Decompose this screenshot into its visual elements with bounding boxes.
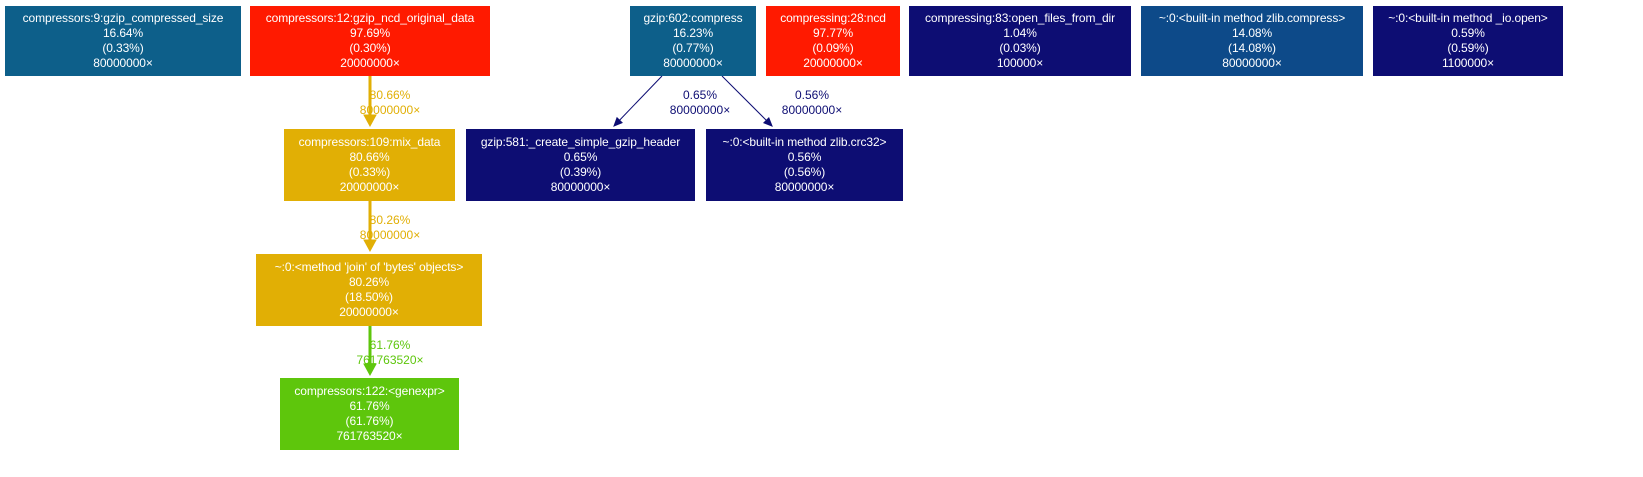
node-total: 0.59% [1451,26,1485,40]
node-total: 80.26% [348,275,390,289]
graph-node: ~:0:<method 'join' of 'bytes' objects>80… [256,254,482,326]
node-calls: 761763520× [336,429,403,443]
node-name: compressing:28:ncd [780,11,886,25]
edge-label: 80.66%80000000× [330,88,450,118]
node-total: 0.65% [563,150,598,164]
node-name: compressors:12:gzip_ncd_original_data [265,11,475,25]
edge-calls: 80000000× [669,103,731,117]
node-total: 97.69% [349,26,391,40]
node-total: 80.66% [349,150,390,164]
edge-pct: 0.65% [682,88,718,102]
node-name: ~:0:<method 'join' of 'bytes' objects> [274,260,464,274]
edge-calls: 761763520× [356,353,424,367]
node-self: (0.39%) [559,165,602,179]
edge-calls: 80000000× [359,228,421,242]
edge-label: 0.65%80000000× [640,88,760,118]
node-calls: 80000000× [93,56,153,70]
graph-node: ~:0:<built-in method zlib.compress>14.08… [1141,6,1363,76]
node-calls: 20000000× [803,56,863,70]
node-self: (0.33%) [102,41,144,55]
node-total: 61.76% [349,399,390,413]
edge-calls: 80000000× [781,103,843,117]
edge-pct: 80.26% [369,213,411,227]
node-self: (0.56%) [783,165,826,179]
node-self: (0.09%) [812,41,854,55]
node-calls: 20000000× [339,180,400,194]
node-self: (0.30%) [349,41,391,55]
node-self: (14.08%) [1228,41,1276,55]
edge-pct: 80.66% [369,88,411,102]
edge-arrowhead [613,116,623,127]
edge-arrowhead [762,116,773,127]
node-total: 1.04% [1003,26,1037,40]
edge-calls: 80000000× [359,103,421,117]
node-calls: 100000× [996,56,1044,70]
node-self: (61.76%) [345,414,394,428]
node-name: compressors:122:<genexpr> [294,384,445,398]
edge-arrowhead [363,114,377,128]
edge-pct: 61.76% [369,338,411,352]
node-name: ~:0:<built-in method zlib.compress> [1158,11,1346,25]
node-name: compressors:109:mix_data [298,135,441,149]
node-self: (18.50%) [345,290,393,304]
node-self: (0.33%) [348,165,391,179]
node-self: (0.59%) [1447,41,1489,55]
edge-line [619,75,663,121]
node-calls: 80000000× [774,180,835,194]
graph-node: ~:0:<built-in method zlib.crc32>0.56%(0.… [706,129,903,201]
graph-node: ~:0:<built-in method _io.open>0.59%(0.59… [1373,6,1563,76]
node-name: gzip:581:_create_simple_gzip_header [480,135,681,149]
node-total: 16.23% [672,26,714,40]
node-self: (0.77%) [672,41,714,55]
edge-label: 80.26%80000000× [330,213,450,243]
node-name: compressing:83:open_files_from_dir [924,11,1116,25]
node-calls: 20000000× [339,305,399,319]
node-calls: 80000000× [1222,56,1282,70]
edge-label: 0.56%80000000× [752,88,872,118]
node-self: (0.03%) [999,41,1041,55]
graph-node: compressors:122:<genexpr>61.76%(61.76%)7… [280,378,459,450]
node-total: 16.64% [102,26,144,40]
edge-label: 61.76%761763520× [330,338,450,368]
edge-arrowhead [363,363,377,377]
node-name: ~:0:<built-in method zlib.crc32> [722,135,887,149]
edge-pct: 0.56% [794,88,830,102]
node-total: 14.08% [1231,26,1273,40]
node-calls: 80000000× [663,56,723,70]
node-name: ~:0:<built-in method _io.open> [1388,11,1548,25]
node-total: 0.56% [787,150,822,164]
node-calls: 80000000× [550,180,611,194]
node-name: compressors:9:gzip_compressed_size [22,11,224,25]
node-calls: 1100000× [1441,56,1495,70]
node-name: gzip:602:compress [643,11,743,25]
node-calls: 20000000× [340,56,400,70]
node-total: 97.77% [812,26,854,40]
edge-arrowhead [363,239,377,253]
edge-line [721,75,767,121]
